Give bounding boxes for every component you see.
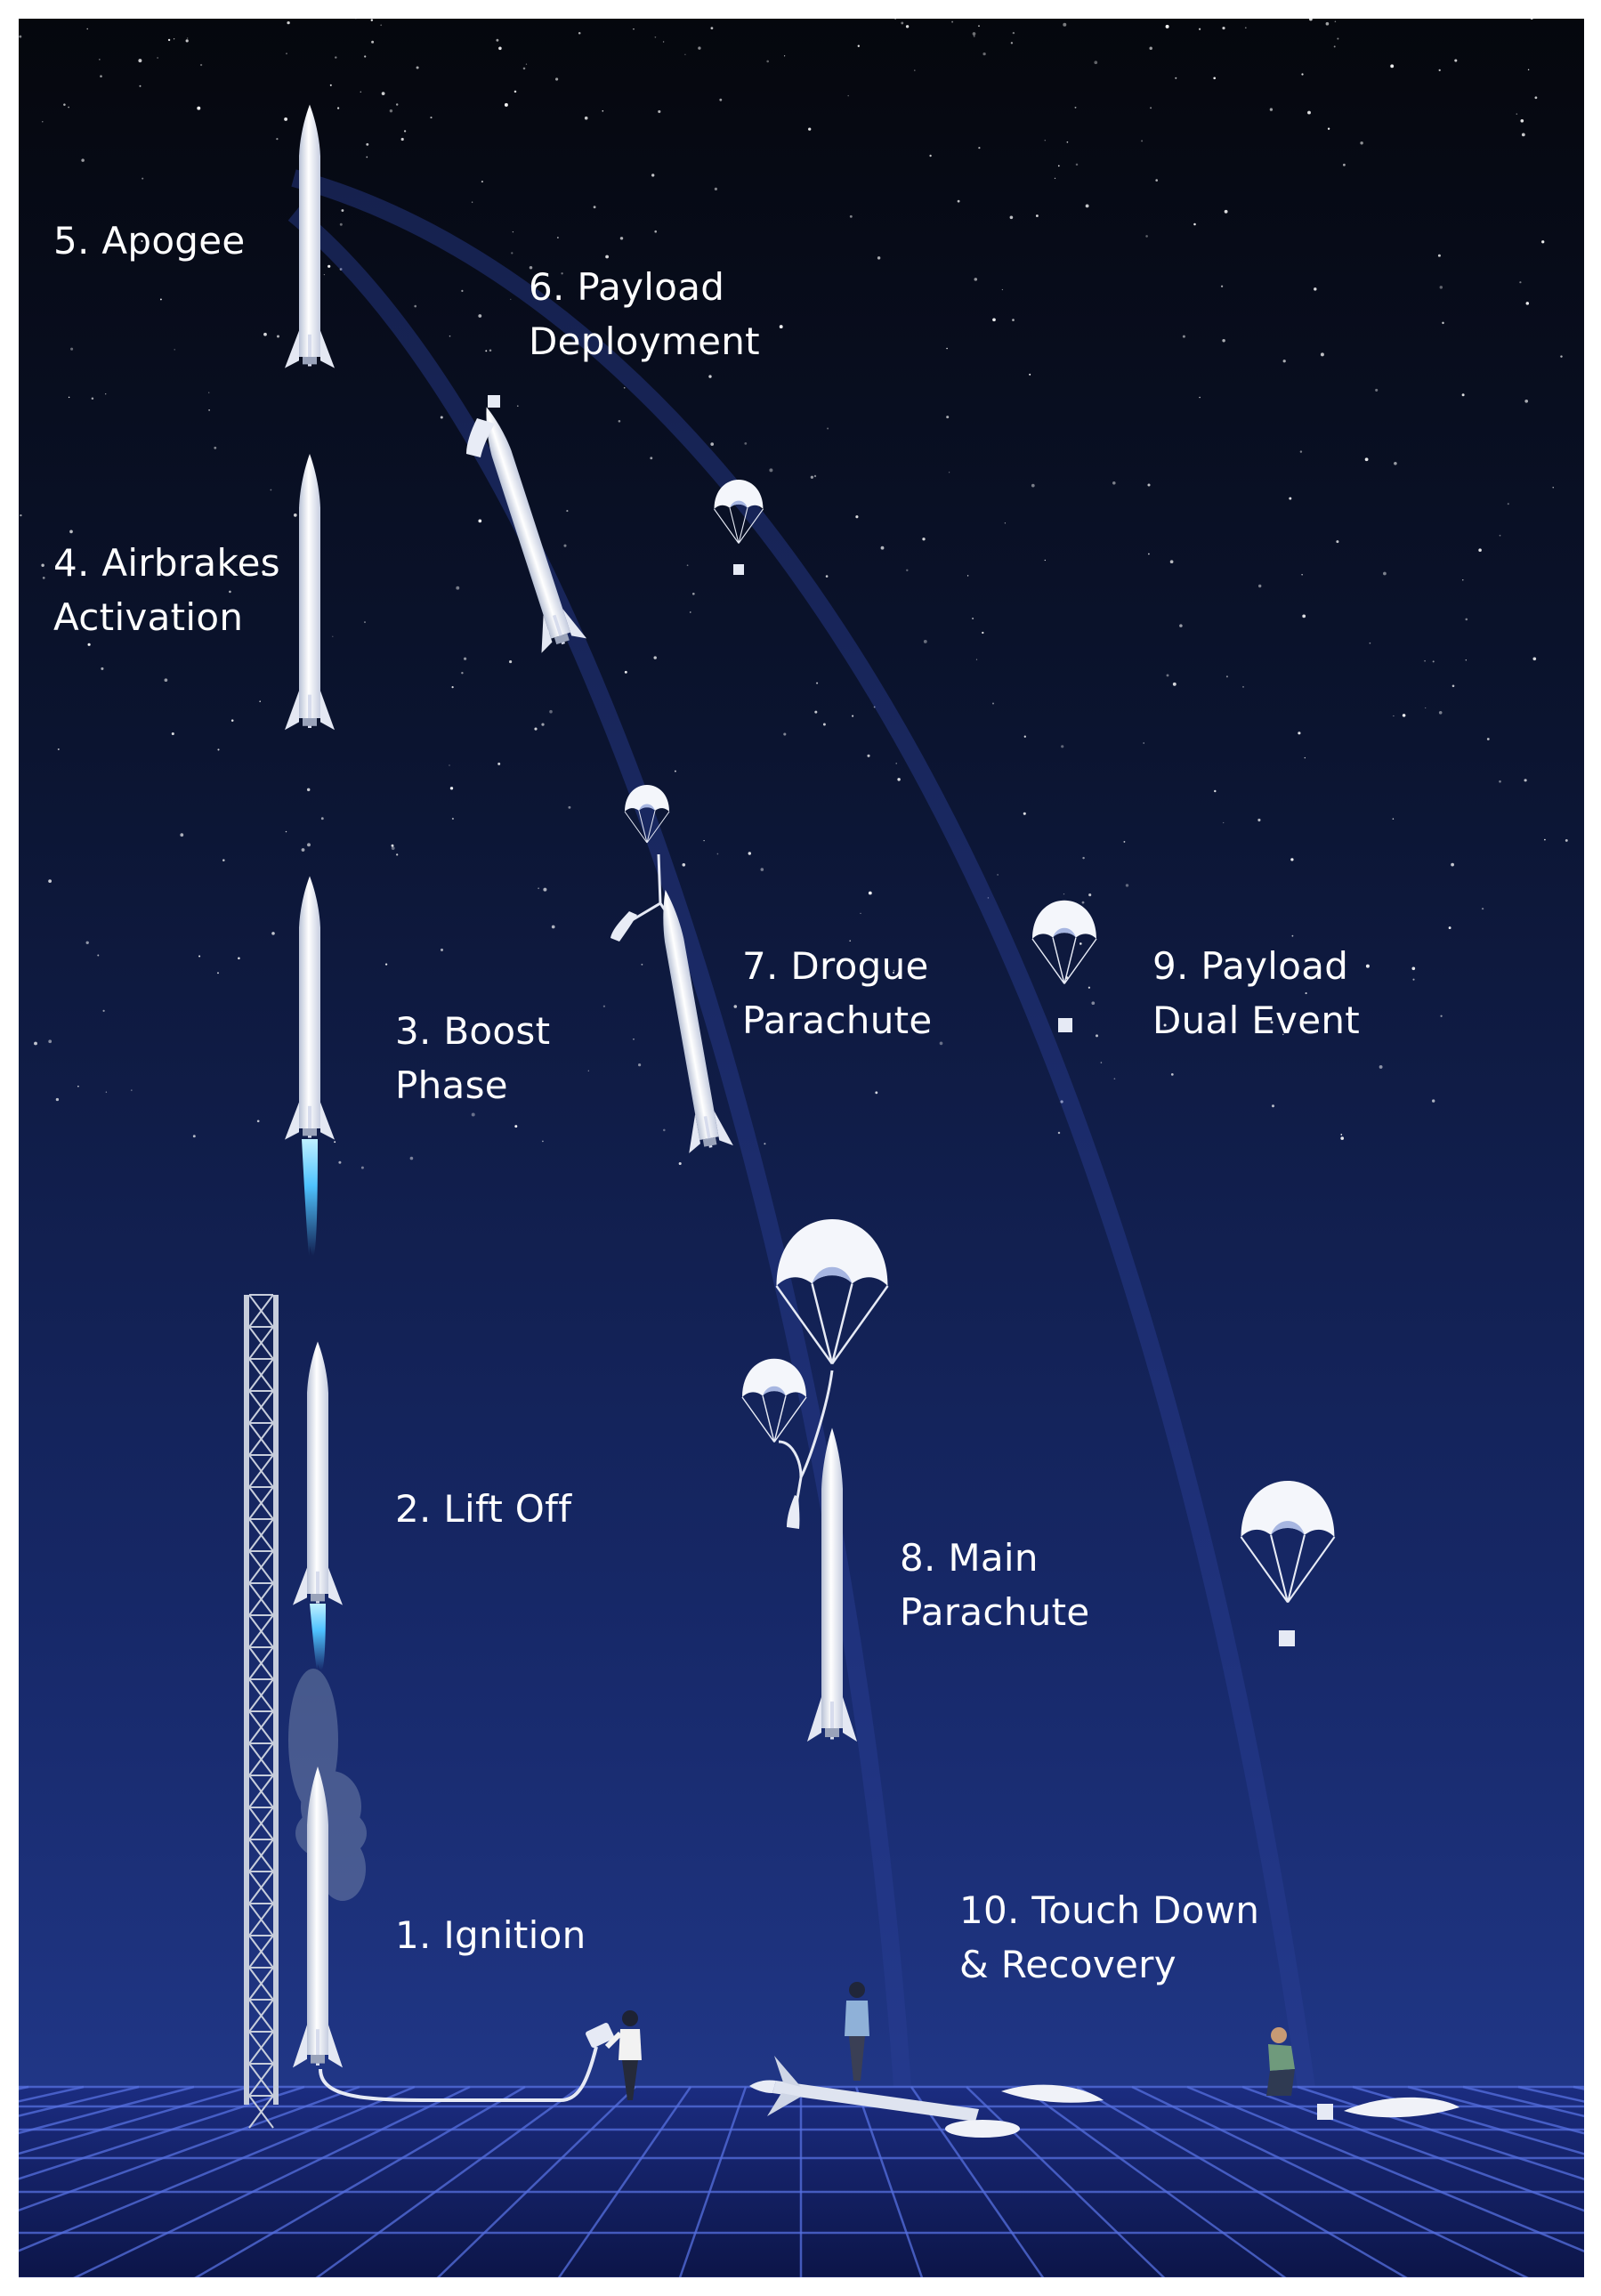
- landed-rocket: [749, 2056, 1104, 2138]
- label-line: 5. Apogee: [53, 219, 246, 263]
- label-line: 9. Payload: [1152, 944, 1349, 988]
- label-airbrakes-activation: 4. Airbrakes Activation: [53, 536, 280, 644]
- label-touch-down-recovery: 10. Touch Down & Recovery: [959, 1883, 1259, 1992]
- label-ignition: 1. Ignition: [395, 1908, 586, 1962]
- payload-small: [733, 564, 744, 575]
- label-line: 7. Drogue: [742, 944, 929, 988]
- nose-cone-separated: [466, 418, 495, 457]
- launch-controller: [586, 2023, 614, 2048]
- label-line: 4. Airbrakes: [53, 541, 280, 585]
- label-line: Dual Event: [1152, 998, 1361, 1042]
- label-line: Parachute: [900, 1590, 1090, 1634]
- label-boost-phase: 3. Boost Phase: [395, 1004, 550, 1112]
- label-line: Phase: [395, 1063, 508, 1107]
- label-line: Deployment: [529, 319, 760, 363]
- label-line: 10. Touch Down: [959, 1888, 1260, 1932]
- label-line: 6. Payload: [529, 265, 725, 309]
- drogue-nose-cone: [610, 911, 637, 942]
- label-main-parachute: 8. Main Parachute: [900, 1531, 1090, 1639]
- boost-flame: [302, 1139, 318, 1257]
- label-line: 2. Lift Off: [395, 1487, 572, 1531]
- label-payload-deployment: 6. Payload Deployment: [529, 260, 760, 368]
- launch-tower: [244, 1294, 279, 2129]
- main-nose-cone: [787, 1495, 800, 1529]
- payload-box-separated: [488, 395, 500, 408]
- label-line: 3. Boost: [395, 1009, 551, 1053]
- ignition-cable: [319, 2046, 598, 2102]
- label-line: & Recovery: [959, 1943, 1176, 1986]
- person-recovery-crouching: [1266, 2027, 1295, 2096]
- person-recovery-standing: [845, 1982, 869, 2081]
- payload-main: [1279, 1630, 1295, 1646]
- label-line: 1. Ignition: [395, 1913, 586, 1957]
- label-line: 8. Main: [900, 1536, 1039, 1580]
- label-drogue-parachute: 7. Drogue Parachute: [742, 939, 933, 1047]
- lift-off-flame: [310, 1604, 326, 1671]
- label-line: Activation: [53, 595, 244, 639]
- label-payload-dual-event: 9. Payload Dual Event: [1152, 939, 1360, 1047]
- label-line: Parachute: [742, 998, 933, 1042]
- label-apogee: 5. Apogee: [53, 214, 246, 268]
- label-lift-off: 2. Lift Off: [395, 1482, 571, 1536]
- payload-dual: [1058, 1018, 1072, 1032]
- landed-payload: [1317, 2097, 1459, 2120]
